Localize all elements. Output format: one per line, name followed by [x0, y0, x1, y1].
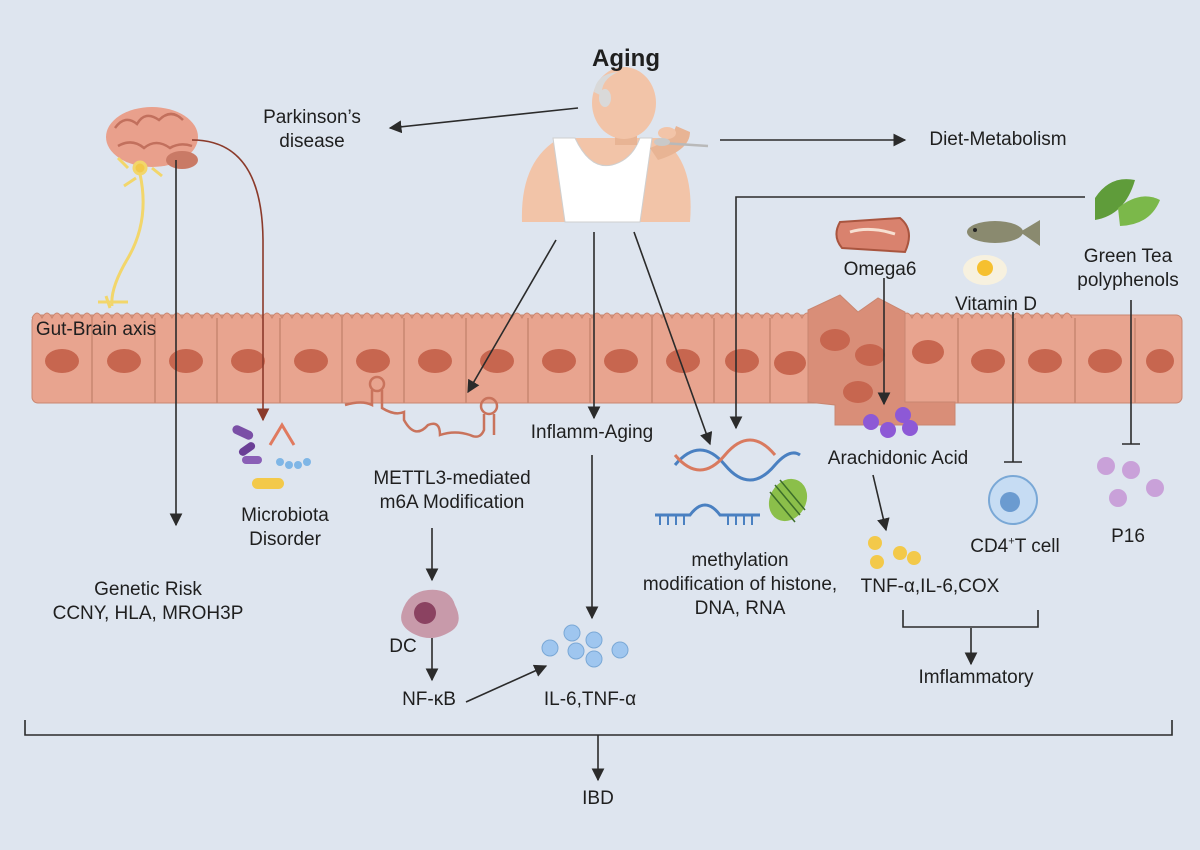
arachidonic-acid-icon: [863, 407, 918, 438]
inflammatory-label: Imflammatory: [918, 667, 1034, 688]
elderly-man-eating-icon: [521, 67, 709, 223]
inflamm-aging-label: Inflamm-Aging: [530, 422, 654, 443]
ibd-label: IBD: [582, 788, 614, 809]
cd4-t-cell-label: CD4+T cell: [970, 535, 1060, 557]
egg-icon: [963, 255, 1007, 285]
rna-hairpin-icon: [344, 375, 499, 438]
nucleosome-icon: [768, 478, 808, 523]
vitamin-d-label: Vitamin D: [954, 294, 1037, 315]
omega6-label: Omega6: [843, 259, 917, 280]
il6-tnf-label: IL-6,TNF-α: [543, 689, 637, 710]
intestinal-epithelium-icon: [31, 294, 1183, 426]
nf-kb-label: NF-κB: [402, 689, 456, 710]
meat-icon: [835, 216, 910, 254]
brain-icon: [106, 107, 198, 169]
bacteria-icon: [232, 422, 311, 489]
gut-brain-axis-label: Gut-Brain axis: [35, 319, 157, 340]
cytokine-cluster-icon: [541, 624, 629, 668]
diet-metabolism-label: Diet-Metabolism: [929, 129, 1067, 150]
inflammatory-mediator-icon: [868, 536, 921, 569]
green-tea-leaf-icon: [1095, 179, 1160, 226]
neuron-icon: [98, 156, 163, 309]
tnf-il6-cox-label: TNF-α,IL-6,COX: [860, 576, 1000, 597]
p16-icon: [1097, 457, 1164, 507]
fish-icon: [967, 220, 1040, 246]
dna-helix-icon: [655, 438, 801, 525]
cd4-t-cell-icon: [988, 475, 1038, 525]
gut-brain-arrow: [191, 139, 270, 422]
dc-label: DC: [389, 636, 417, 657]
diagram-title: Aging: [592, 45, 660, 72]
arachidonic-acid-label: Arachidonic Acid: [827, 448, 969, 469]
p16-label: P16: [1111, 526, 1145, 547]
dendritic-cell-icon: [401, 589, 459, 638]
arrows: [24, 107, 1173, 782]
